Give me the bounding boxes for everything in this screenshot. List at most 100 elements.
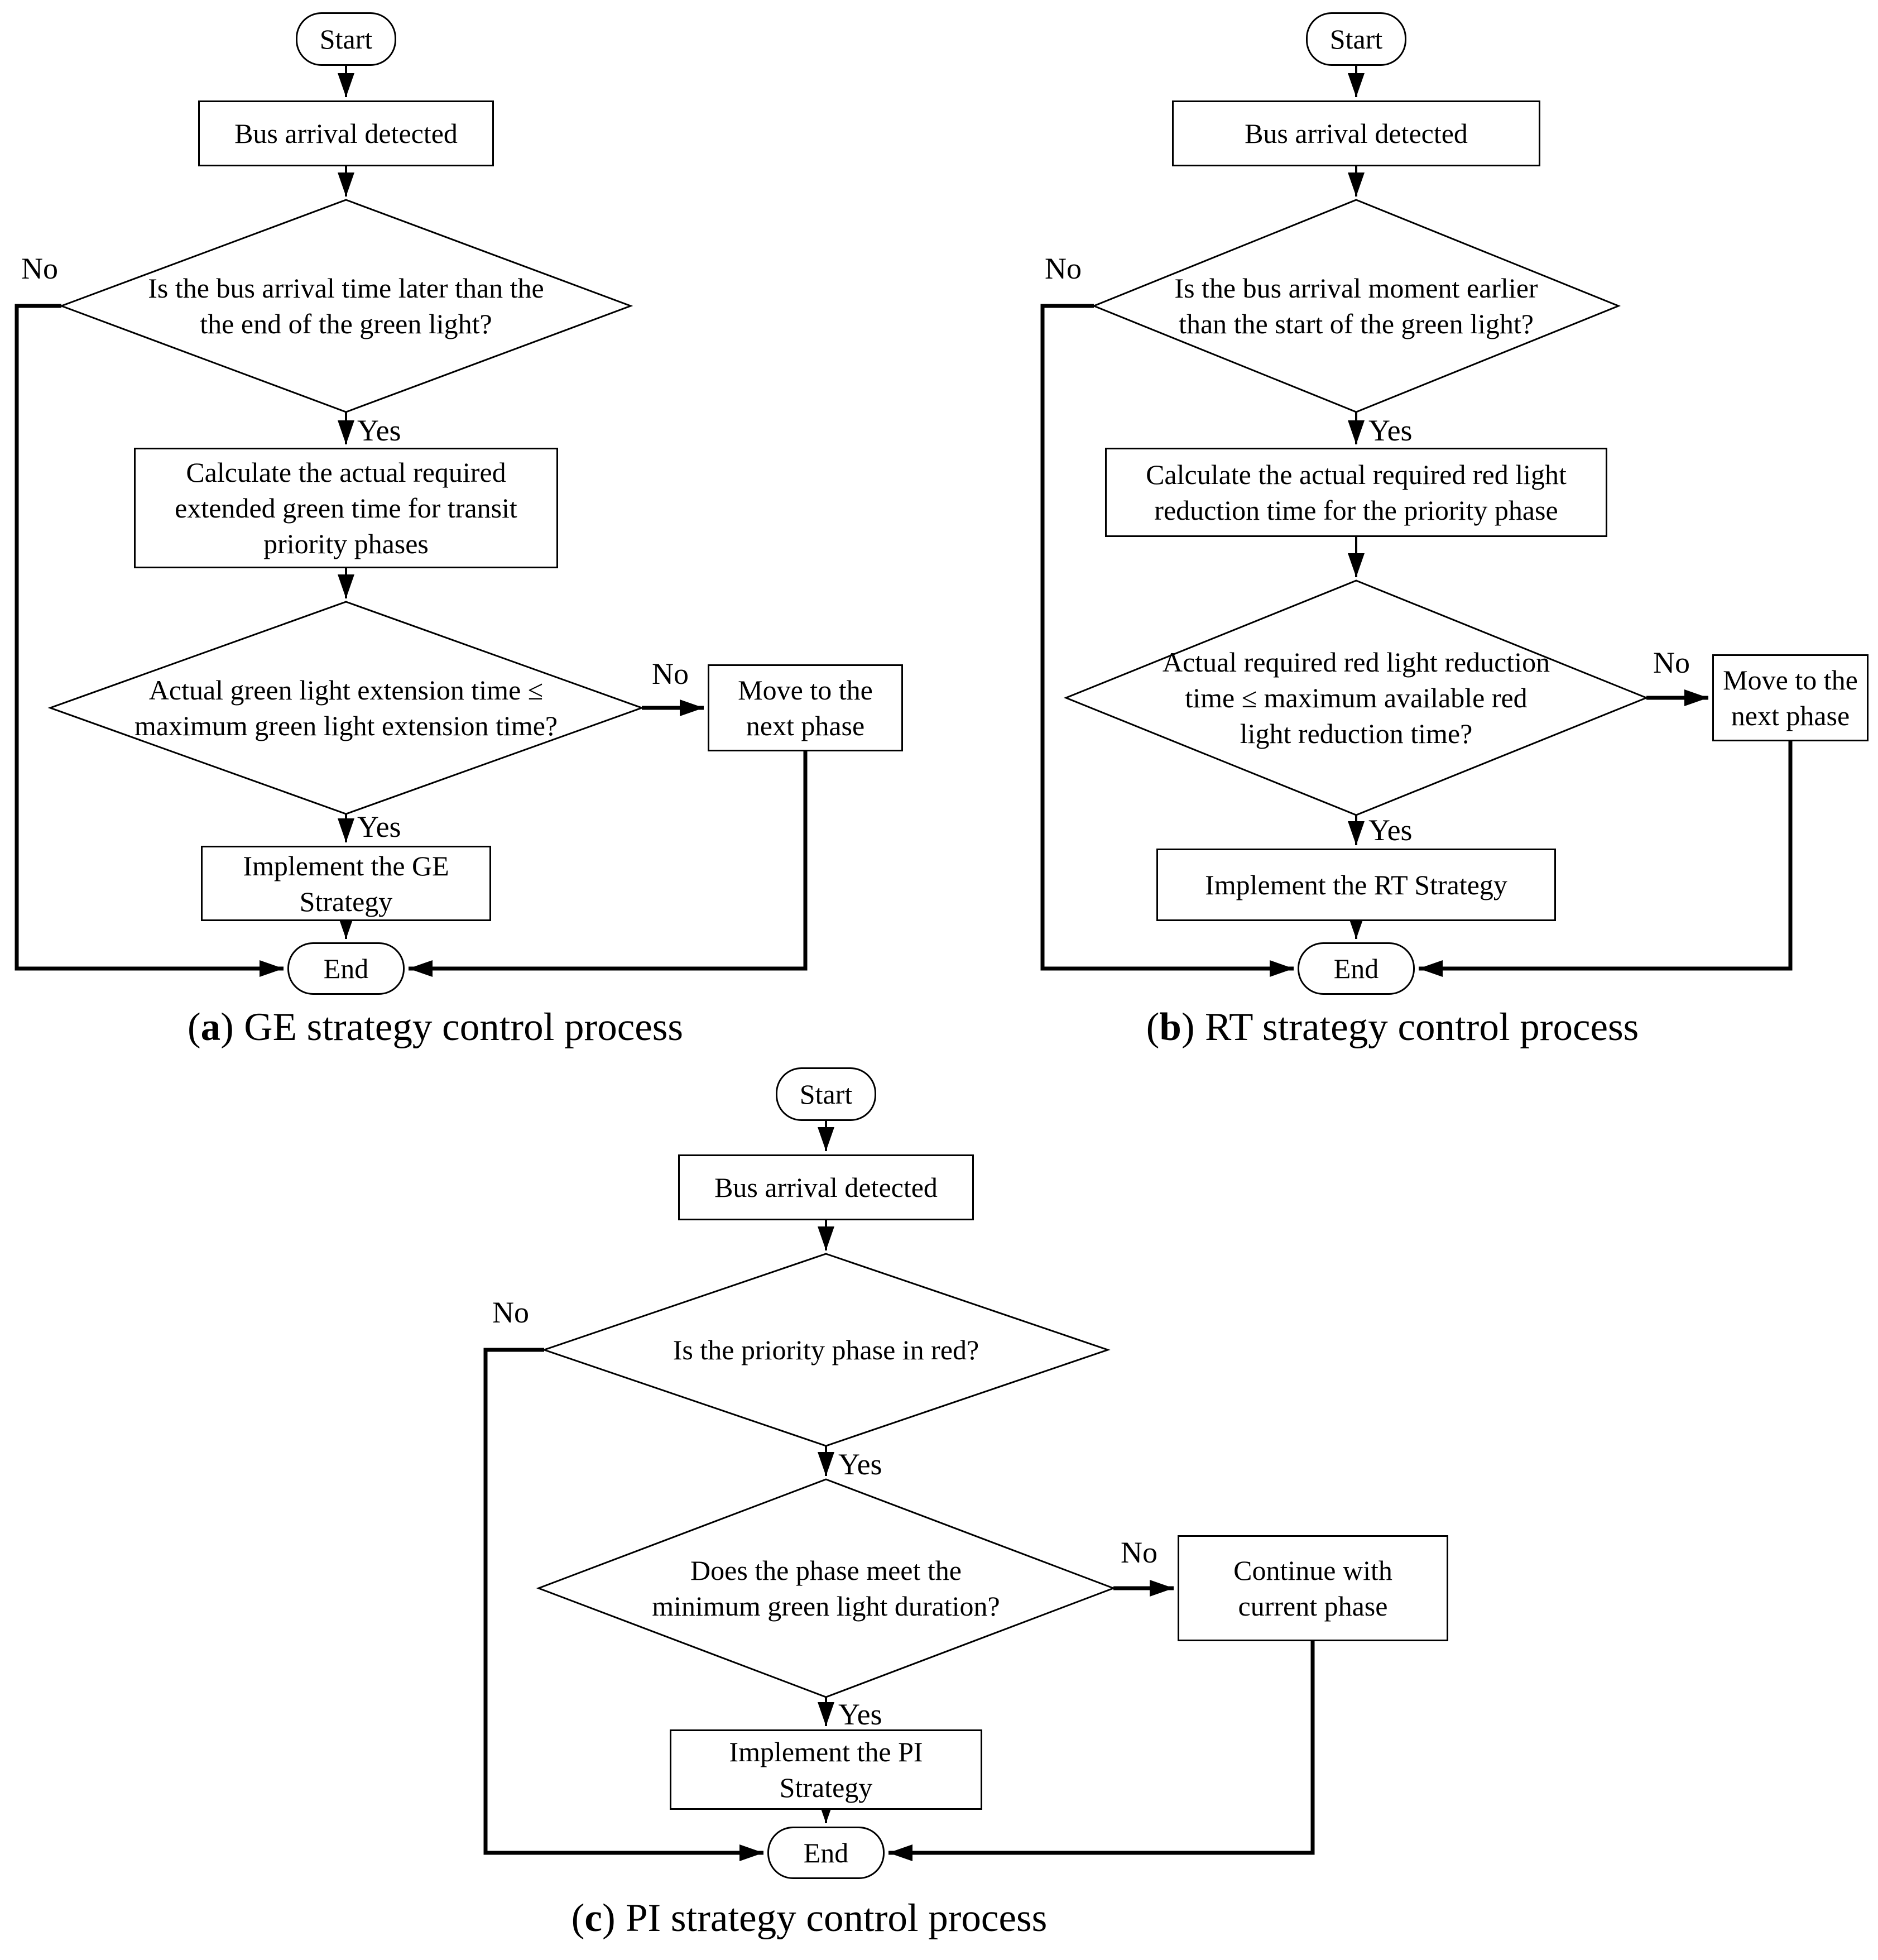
c-decision1-diamond	[541, 1253, 1111, 1447]
a-move-line1: Move to the	[738, 674, 873, 706]
b-decision2-diamond	[1063, 579, 1649, 816]
caption-b: (b)RT strategy control process	[1146, 1006, 1639, 1048]
b-impl-line1: Implement the RT Strategy	[1205, 869, 1507, 900]
c-decision2-line1: Does the phase meet the	[690, 1555, 962, 1586]
c-decision2-diamond	[536, 1478, 1116, 1698]
c-decision1-no-route	[483, 1348, 763, 1861]
caption-c-close: )	[602, 1896, 616, 1940]
c-decision2-text: Does the phase meet the minimum green li…	[652, 1552, 1000, 1624]
b-decision1-no-route	[1040, 304, 1294, 977]
c-continue-to-end-route	[888, 1641, 1315, 1861]
c-start-terminal: Start	[776, 1067, 876, 1121]
caption-a: (a)GE strategy control process	[188, 1006, 683, 1048]
b-start-label: Start	[1329, 23, 1383, 55]
b-no2-label: No	[1653, 646, 1690, 679]
c-decision1-line1: Is the priority phase in red?	[673, 1334, 979, 1365]
c-impl-line2: Strategy	[779, 1772, 873, 1803]
b-end-label: End	[1333, 953, 1379, 984]
caption-c-letter: c	[584, 1896, 602, 1940]
b-decision1-diamond	[1091, 199, 1621, 413]
b-implement-rt-box: Implement the RT Strategy	[1156, 849, 1556, 921]
a-yes1-label: Yes	[357, 414, 401, 447]
a-decision2-line2: maximum green light extension time?	[134, 710, 558, 741]
b-yes1-label: Yes	[1368, 414, 1413, 447]
a-impl-line2: Strategy	[299, 885, 393, 917]
caption-a-letter: a	[200, 1005, 221, 1049]
b-calc-line1: Calculate the actual required red light	[1146, 459, 1567, 490]
a-decision1-text: Is the bus arrival time later than the t…	[148, 270, 544, 342]
b-yes2-label: Yes	[1368, 813, 1413, 847]
caption-c-text: PI strategy control process	[626, 1896, 1048, 1940]
c-decision1-text: Is the priority phase in red?	[673, 1332, 979, 1368]
c-decision2-line2: minimum green light duration?	[652, 1590, 1000, 1622]
b-decision2-line3: light reduction time?	[1240, 718, 1473, 749]
b-decision1-line2: than the start of the green light?	[1179, 308, 1534, 339]
a-decision2-diamond	[47, 601, 645, 815]
b-move-to-end-route	[1419, 741, 1793, 977]
a-no1-label: No	[21, 252, 58, 285]
chart-b-edges	[1040, 66, 1793, 977]
a-start-terminal: Start	[296, 12, 396, 66]
b-move-line2: next phase	[1731, 700, 1850, 731]
b-decision2-line1: Actual required red light reduction	[1162, 646, 1550, 678]
caption-b-close: )	[1181, 1005, 1195, 1049]
a-move-line2: next phase	[746, 710, 865, 741]
caption-b-letter: b	[1159, 1005, 1181, 1049]
a-decision2-text: Actual green light extension time ≤ maxi…	[135, 672, 558, 744]
a-yes2-label: Yes	[357, 810, 401, 844]
b-no1-label: No	[1045, 252, 1082, 285]
b-calc-box: Calculate the actual required red light …	[1105, 448, 1607, 537]
a-start-label: Start	[319, 23, 373, 55]
b-move-next-phase-box: Move to the next phase	[1712, 654, 1869, 741]
b-bus-arrival-box: Bus arrival detected	[1172, 100, 1540, 166]
c-impl-line1: Implement the PI	[729, 1736, 923, 1767]
c-no1-label: No	[492, 1296, 529, 1329]
a-bus-arrival-box: Bus arrival detected	[198, 100, 494, 166]
a-implement-ge-box: Implement the GE Strategy	[201, 846, 491, 921]
caption-b-open: (	[1146, 1005, 1160, 1049]
a-move-next-phase-box: Move to the next phase	[708, 664, 903, 751]
chart-a-edges	[15, 66, 808, 977]
b-decision1-line1: Is the bus arrival moment earlier	[1174, 272, 1538, 304]
a-calc-box: Calculate the actual required extended g…	[134, 448, 558, 568]
c-bus-arrival-box: Bus arrival detected	[678, 1154, 974, 1220]
c-implement-pi-box: Implement the PI Strategy	[670, 1729, 982, 1810]
a-decision1-diamond	[59, 199, 633, 413]
b-decision1-text: Is the bus arrival moment earlier than t…	[1174, 270, 1538, 342]
a-end-terminal: End	[287, 942, 405, 995]
a-calc-line1: Calculate the actual required	[186, 457, 506, 488]
caption-b-text: RT strategy control process	[1205, 1005, 1639, 1049]
caption-a-close: )	[220, 1005, 234, 1049]
a-decision2-line1: Actual green light extension time ≤	[148, 674, 544, 706]
b-calc-line2: reduction time for the priority phase	[1154, 495, 1558, 526]
c-cont-line1: Continue with	[1233, 1555, 1392, 1586]
caption-a-text: GE strategy control process	[244, 1005, 683, 1049]
a-end-label: End	[323, 953, 369, 984]
c-start-label: Start	[799, 1079, 853, 1110]
c-end-label: End	[803, 1837, 849, 1868]
a-decision1-no-route	[15, 304, 284, 977]
b-end-terminal: End	[1298, 942, 1415, 995]
a-calc-line2: extended green time for transit	[175, 492, 517, 524]
c-yes2-label: Yes	[838, 1698, 882, 1731]
c-bus-arrival-label: Bus arrival detected	[714, 1172, 938, 1203]
caption-a-open: (	[188, 1005, 201, 1049]
c-cont-line2: current phase	[1238, 1590, 1388, 1622]
c-continue-phase-box: Continue with current phase	[1178, 1535, 1448, 1641]
a-calc-line3: priority phases	[263, 528, 429, 559]
b-bus-arrival-label: Bus arrival detected	[1245, 118, 1468, 149]
b-start-terminal: Start	[1306, 12, 1406, 66]
a-impl-line1: Implement the GE	[243, 850, 449, 881]
caption-c-open: (	[571, 1896, 585, 1940]
a-decision1-line1: Is the bus arrival time later than the	[148, 272, 544, 304]
chart-c-edges	[483, 1121, 1315, 1861]
b-decision2-text: Actual required red light reduction time…	[1163, 644, 1550, 751]
b-decision2-line2: time ≤ maximum available red	[1185, 682, 1528, 713]
a-decision1-line2: the end of the green light?	[200, 308, 492, 339]
a-no2-label: No	[652, 657, 689, 691]
a-move-to-end-route	[409, 751, 808, 977]
c-end-terminal: End	[767, 1827, 885, 1879]
a-bus-arrival-label: Bus arrival detected	[234, 118, 458, 149]
